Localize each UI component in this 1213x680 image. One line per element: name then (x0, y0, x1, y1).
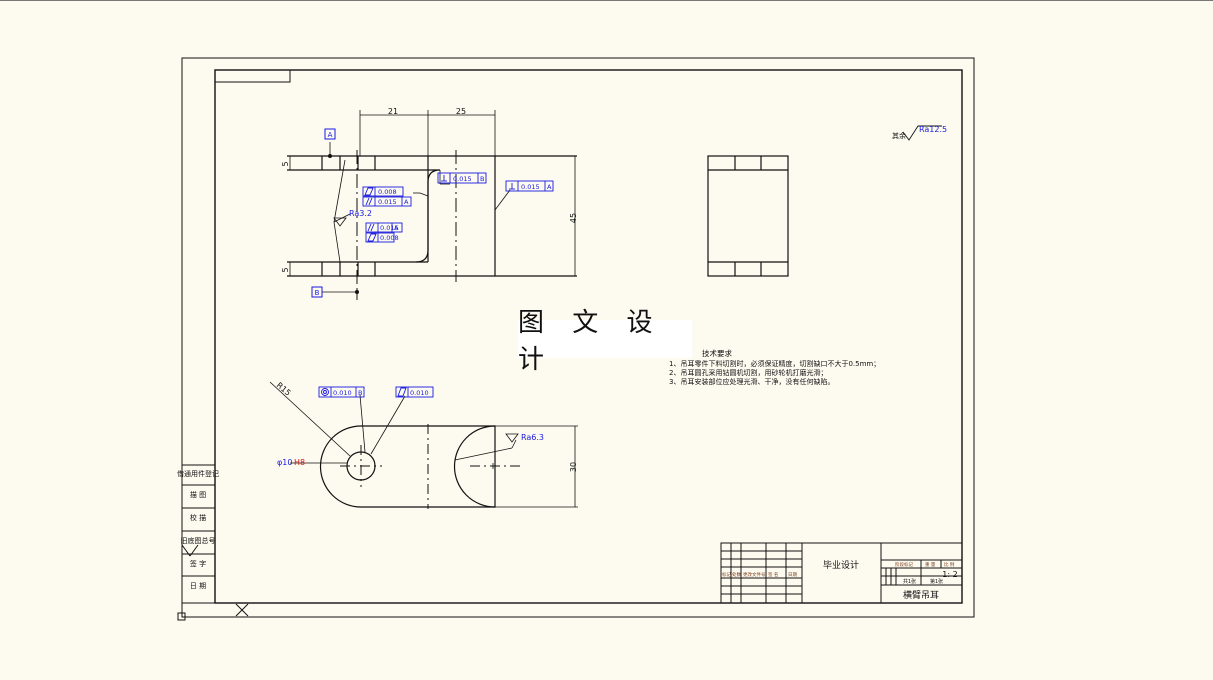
lower-tolerance-frames (318, 386, 434, 398)
tol-lower-concentric-datum: B (358, 389, 362, 397)
tol-upper-parallel-3-datum: A (394, 224, 399, 232)
side-table-row: 校 描 (190, 513, 206, 522)
tech-item: 2、吊耳圆孔采用钻圆机切割，用砂轮机打磨光滑； (669, 368, 827, 377)
tb-header-left: 日期 (788, 572, 797, 578)
roughness-general-prefix: 其余 (892, 131, 906, 140)
roughness-symbol-icon (333, 217, 347, 227)
title-block: 标记 处数 更改文件号 签 名 日期 毕业设计 阶段标记 重 量 比 例 1: … (720, 542, 963, 604)
dim-top-right: 25 (456, 107, 466, 116)
roughness-bottom-right: Ra6.3 (521, 433, 544, 442)
side-view (707, 155, 789, 277)
tol-upper-perp-right-datum: A (547, 183, 552, 191)
tech-item: 3、吊耳安装部位应处理光滑、干净，没有任何缺陷。 (669, 377, 834, 386)
tol-upper-parallel-2-value: 0.015 (378, 198, 397, 206)
tol-upper-perp-right-value: 0.015 (521, 183, 540, 191)
tech-requirements: 技术要求 1、吊耳零件下料切割时，必须保证精度，切割缺口不大于0.5mm； 2、… (669, 348, 880, 386)
tech-title: 技术要求 (702, 348, 732, 358)
tb-center-title: 毕业设计 (823, 559, 859, 571)
roughness-symbol-icon (505, 433, 519, 443)
general-roughness: 其余 Ra12.5 (892, 125, 947, 141)
side-table-row: 日 期 (190, 582, 206, 590)
dim-bottom-height: 30 (569, 462, 578, 472)
tb-scale: 1: 2 (942, 570, 957, 579)
watermark: 图 文 设 计 (518, 308, 692, 375)
datum-a-box (324, 128, 336, 140)
tb-sheet-no: 第1张 (930, 578, 943, 585)
roughness-check-icon (902, 125, 942, 141)
tol-upper-perp-left-value: 0.015 (453, 175, 472, 183)
tol-upper-parallel-2-datum: A (404, 198, 409, 206)
front-view: 21 25 45 5 5 A B Ra3.2 (281, 107, 578, 300)
tb-sheet-total: 共1张 (903, 578, 916, 585)
top-view: R15 φ10 H8 30 Ra6.3 0.010 B 0.010 (269, 381, 578, 509)
side-table-row: 描 图 (190, 490, 206, 499)
tb-header-right: 重 量 (925, 561, 936, 568)
datum-b-label: B (315, 289, 320, 297)
dim-hole-diameter: φ10 (277, 458, 292, 467)
tb-header-left: 更改文件号 (743, 571, 766, 578)
tol-upper-parallel-1-value: 0.008 (378, 188, 397, 196)
dim-hole-fit: H8 (294, 458, 305, 467)
roughness-upper-left: Ra3.2 (349, 209, 372, 218)
tb-header-left: 签 名 (768, 571, 778, 578)
tol-upper-flat-4-value: 0.008 (380, 234, 399, 242)
tol-lower-concentric-value: 0.010 (333, 389, 352, 397)
tol-upper-perp-left-datum: B (480, 175, 484, 183)
tol-lower-cylindricity-value: 0.010 (410, 389, 429, 397)
window-top-border (0, 0, 1213, 1)
side-table-row: 签 字 (190, 559, 206, 568)
tech-item: 1、吊耳零件下料切割时，必须保证精度，切割缺口不大于0.5mm； (669, 359, 880, 368)
side-table-row: 借通用件登记 (177, 469, 219, 478)
tb-part-name: 横臂吊耳 (903, 589, 939, 601)
side-table-row: 旧底图总号 (181, 536, 216, 545)
tb-header-right: 比 例 (944, 561, 955, 568)
datum-a-label: A (328, 131, 333, 139)
tolerance-frame-stack (362, 172, 554, 243)
outer-frame (181, 57, 975, 618)
tb-header-right: 阶段标记 (895, 561, 913, 568)
inner-frame (214, 69, 963, 604)
dim-left-top: 5 (281, 161, 290, 166)
dim-height-right: 45 (569, 213, 578, 223)
roughness-general-value: Ra12.5 (919, 125, 947, 134)
tb-header-left: 处数 (732, 571, 741, 578)
side-table: 借通用件登记 描 图 校 描 旧底图总号 签 字 日 期 (177, 464, 219, 604)
datum-b-box (311, 286, 323, 298)
tol-upper-parallel-3-value: 0.015 (380, 224, 399, 232)
dim-top-left: 21 (388, 107, 398, 116)
tb-header-left: 标记 (722, 571, 731, 578)
ucs-corner-marker (177, 544, 249, 621)
dim-left-bottom: 5 (281, 267, 290, 272)
